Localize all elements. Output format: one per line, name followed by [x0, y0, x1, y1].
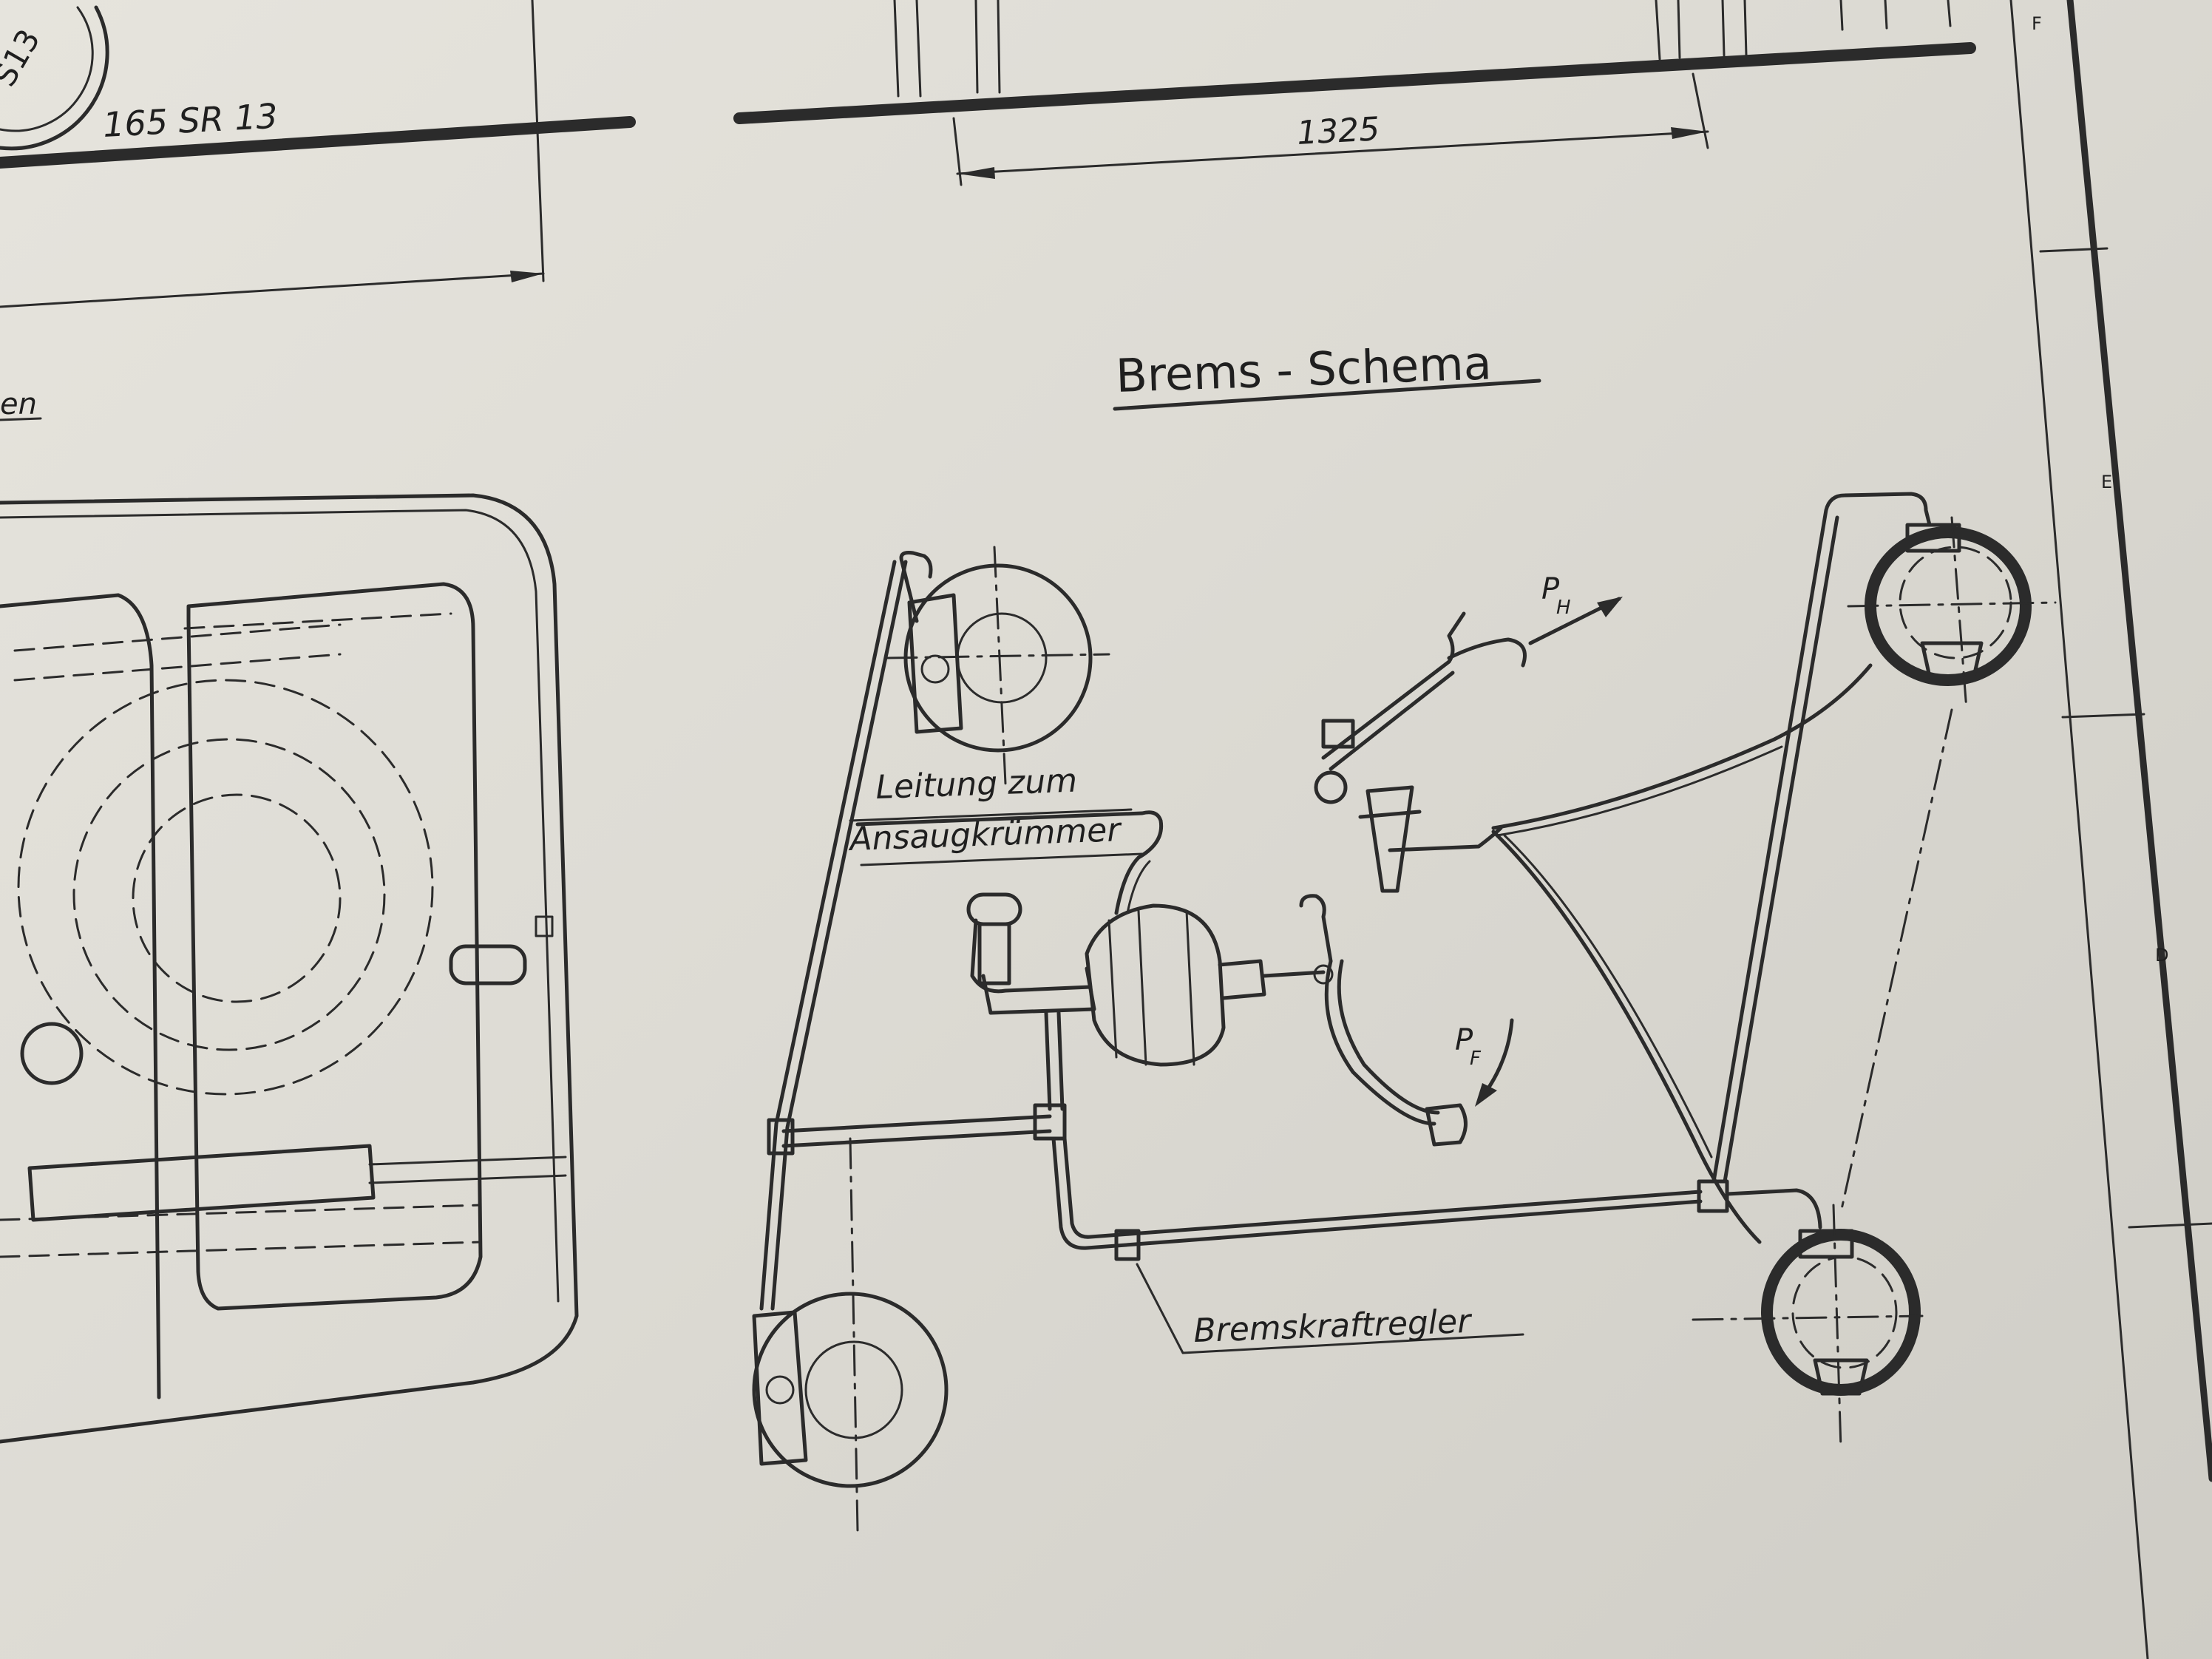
- frame-mark-f: F: [2032, 13, 2042, 34]
- brake-booster-assembly: [849, 808, 1334, 1067]
- foot-force-subscript: F: [1470, 1048, 1482, 1070]
- track-width-label: 1325: [1296, 110, 1381, 152]
- rear-brake-lines: [1044, 492, 1932, 1354]
- extension-line: [531, 0, 545, 282]
- front-disc-brake-lower: [752, 1137, 949, 1532]
- frame-border-inner: [2009, 0, 2149, 1659]
- right-ground-line: [733, 42, 1976, 124]
- brake-pedal-pad: [1425, 1103, 1468, 1147]
- rear-right-brake-line: [1711, 492, 1932, 1184]
- brake-disc: [903, 563, 1093, 753]
- handbrake-cable-lower: [1491, 830, 1762, 1244]
- door-outline-right: [186, 582, 483, 1311]
- track-dimension-line: [956, 130, 1709, 175]
- car-body-view: [0, 493, 579, 1444]
- tire-size-label: 165 SR 13: [102, 96, 279, 145]
- exhaust-pipe: [27, 1144, 376, 1222]
- intake-line-label-1: Leitung zum: [875, 762, 1078, 807]
- rear-drum-brake-upper: [1847, 516, 2057, 711]
- spare-wheel-outer: [17, 679, 434, 1096]
- fluid-reservoir: [977, 922, 1011, 985]
- brake-force-regulator: [1114, 1229, 1141, 1261]
- diagram-title: Brems - Schema: [1115, 336, 1493, 403]
- frame-border-outer: [2066, 0, 2212, 1482]
- body-outline: [0, 493, 579, 1444]
- frame-mark-e: E: [2101, 472, 2112, 492]
- wheel-cylinder: [1905, 523, 1961, 553]
- frame-mark-d: D: [2155, 945, 2168, 966]
- front-brake-lines: [759, 551, 1067, 1311]
- brake-caliper: [752, 1310, 808, 1466]
- reservoir-outlet: [970, 918, 1093, 994]
- regulator-label: Bremskraftregler: [1193, 1303, 1473, 1350]
- front-disc-brake-upper: [886, 546, 1110, 785]
- hand-force-label: P: [1541, 572, 1560, 606]
- leader-line: [849, 808, 1133, 822]
- brake-caliper: [907, 593, 963, 734]
- rear-main-line: [1051, 1136, 1703, 1250]
- lever-bracket: [1365, 785, 1414, 893]
- handbrake-lever: [1321, 611, 1466, 771]
- hand-force-subscript: H: [1556, 597, 1571, 619]
- wheel-cylinder: [1798, 1229, 1854, 1259]
- stamp-circle: [0, 5, 109, 151]
- front-crossover-line: [781, 1114, 1052, 1133]
- left-ground-line: [0, 116, 636, 169]
- front-left-brake-line: [759, 560, 897, 1311]
- handbrake-assembly: [1314, 597, 1873, 1244]
- front-t-junction: [767, 1118, 795, 1156]
- wheelbase-dimension-line: [0, 272, 545, 308]
- brake-disc: [752, 1292, 949, 1488]
- brake-pedal-arm: [1324, 959, 1436, 1126]
- stamp-text: S13: [0, 23, 47, 92]
- brake-drum: [1761, 1229, 1921, 1396]
- pushrod: [1262, 970, 1326, 978]
- rear-drum-brake-lower: [1692, 708, 1953, 1451]
- brake-pedal-assembly: [1299, 894, 1514, 1147]
- vacuum-booster: [1085, 903, 1226, 1067]
- title-underline: [1113, 379, 1541, 411]
- rear-left-brake-line: [1725, 1188, 1822, 1229]
- intake-manifold-line: [855, 810, 1164, 915]
- regulator-leader-line: [1136, 1263, 1524, 1354]
- door-outline-left: [0, 593, 161, 1400]
- pushrod-housing: [1218, 959, 1266, 1000]
- handbrake-cable-upper: [1491, 663, 1873, 830]
- foot-force-label: P: [1455, 1023, 1473, 1057]
- cut-label: en: [0, 387, 37, 421]
